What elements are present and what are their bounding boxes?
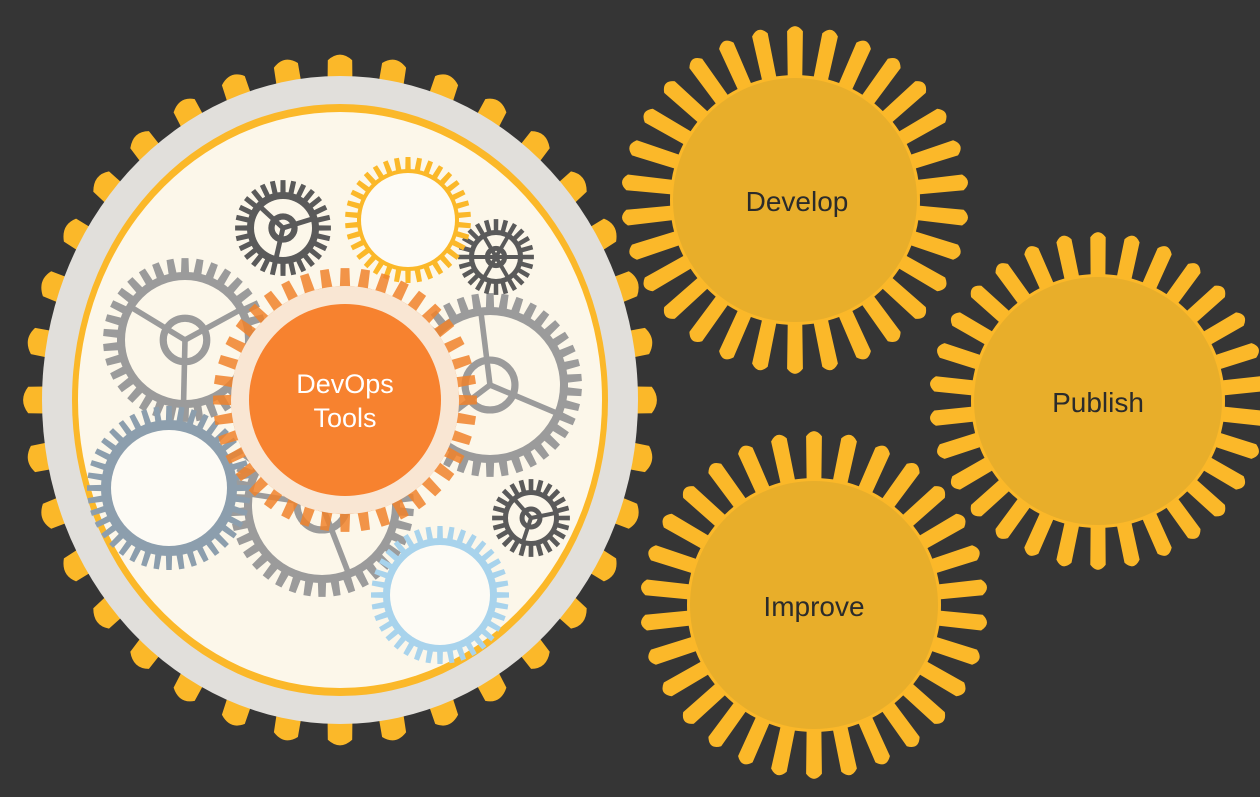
inner-gears [87, 157, 582, 664]
dark-spoked-gear-top-right [458, 219, 534, 295]
develop-gear: Develop [622, 26, 968, 374]
dark-gear-top-right-hub [484, 245, 508, 269]
develop-label: Develop [746, 186, 849, 217]
light-blue-plain-gear [371, 526, 509, 664]
grey-gear-left-spoke [180, 339, 188, 402]
dark-gear-bottom-right-spoke [513, 498, 533, 520]
orange-center-gear [213, 268, 477, 532]
yellow-plain-gear [345, 157, 471, 283]
dark-gear-top-right-spoke [494, 255, 510, 278]
publish-gear-face [974, 277, 1222, 525]
dark-spoked-gear-top [235, 180, 331, 276]
center-label-line1: DevOps [296, 369, 394, 399]
dark-spoked-gear-bottom-right [492, 479, 570, 557]
publish-label: Publish [1052, 387, 1144, 418]
steel-gear-face [111, 430, 227, 546]
dark-gear-bottom-right-spoke [521, 517, 533, 542]
improve-gear: Improve [641, 431, 987, 779]
grey-gear-left-spoke [183, 308, 240, 343]
grey-gear-right-spoke [478, 314, 493, 386]
grey-gear-left-hub [159, 314, 211, 366]
grey-spoked-gear-left [103, 258, 267, 422]
dark-gear-top-hub [268, 213, 298, 243]
grey-gear-right-spoke [488, 382, 557, 416]
dark-gear-top-right-spoke [482, 236, 498, 259]
light-blue-gear-face [390, 545, 490, 645]
publish-gear: Publish [930, 232, 1260, 570]
dark-gear-top-spoke [282, 216, 313, 231]
dark-gear-top-right-spoke [494, 236, 510, 259]
dark-gear-top-spoke [273, 227, 286, 258]
dark-gear-bottom-right-spoke [530, 511, 555, 520]
center-label-line2: Tools [313, 403, 376, 433]
improve-label: Improve [763, 591, 864, 622]
dark-gear-top-right-spoke [482, 255, 498, 278]
dark-gear-bottom-right-hub [519, 506, 543, 530]
develop-gear-face [673, 78, 917, 322]
orange-gear-face [249, 304, 441, 496]
steel-plain-gear [87, 406, 251, 570]
improve-gear-face [690, 481, 938, 729]
dark-gear-top-spoke [259, 205, 285, 230]
yellow-gear-face [361, 173, 455, 267]
grey-gear-left-spoke [131, 305, 187, 343]
